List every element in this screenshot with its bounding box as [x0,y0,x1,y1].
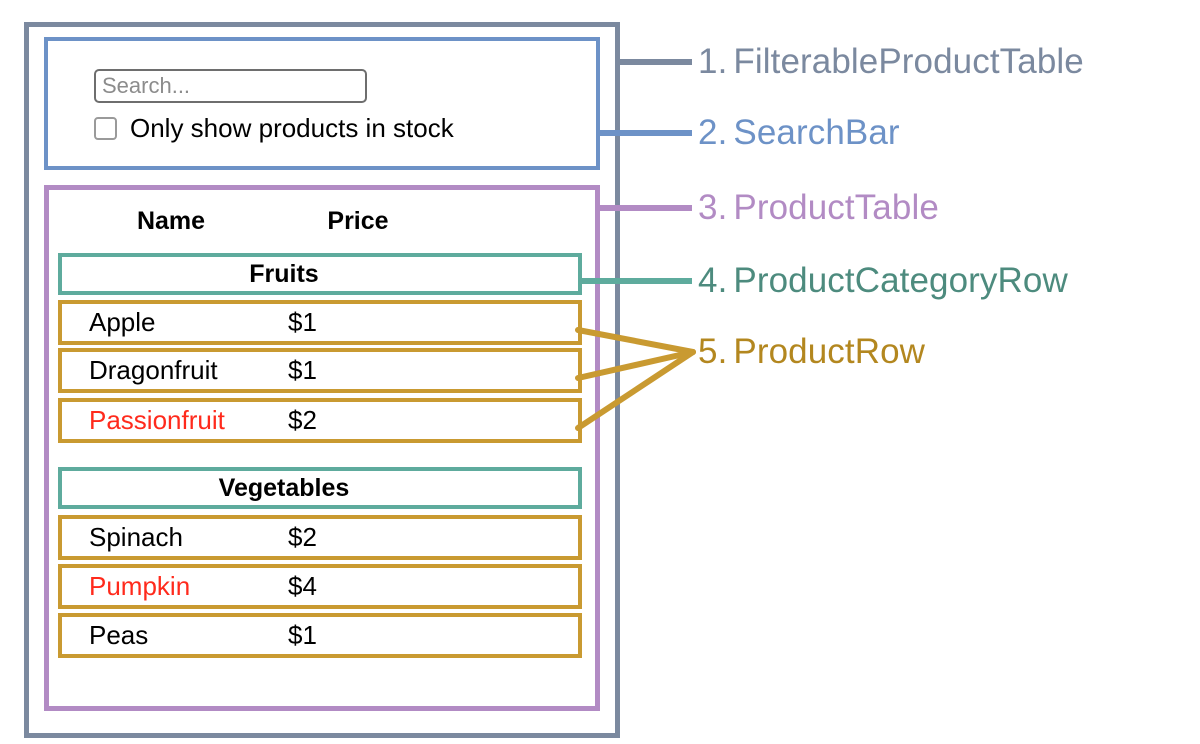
legend-number: 5. [698,332,728,371]
product-name: Dragonfruit [89,355,218,385]
product-price: $1 [288,307,317,337]
product-category-label: Fruits [249,259,319,288]
product-price: $2 [288,522,317,552]
legend-item-product-row: 5.ProductRow [698,332,925,372]
product-row: Pumpkin $4 [58,564,582,609]
legend-number: 4. [698,261,728,300]
product-row: Apple $1 [58,300,582,345]
product-name: Pumpkin [89,571,191,601]
legend-label: ProductRow [733,332,926,371]
legend-number: 2. [698,113,728,152]
column-header-price: Price [327,206,389,235]
product-row: Passionfruit $2 [58,398,582,443]
product-row: Peas $1 [58,613,582,658]
in-stock-filter-row[interactable]: Only show products in stock [94,115,454,141]
product-table-header-row: Name Price [58,199,580,243]
search-input[interactable] [94,69,367,103]
product-price: $2 [288,405,317,435]
column-header-name: Name [136,206,206,235]
legend-number: 3. [698,188,728,227]
product-category-row: Vegetables [58,467,582,509]
product-name: Peas [89,620,149,650]
legend-label: ProductCategoryRow [733,261,1068,300]
product-price: $4 [288,571,317,601]
legend-item-filterable-product-table: 1.FilterableProductTable [698,42,1084,82]
in-stock-checkbox-label: Only show products in stock [130,113,454,143]
legend-label: SearchBar [733,113,900,152]
legend-item-search-bar: 2.SearchBar [698,113,900,153]
product-price: $1 [288,355,317,385]
legend-label: FilterableProductTable [733,42,1084,81]
product-category-row: Fruits [58,253,582,295]
product-table-body: Name Price Fruits Apple $1 Dragonfruit $… [49,190,595,706]
product-category-label: Vegetables [218,473,350,502]
product-name: Apple [89,307,156,337]
product-price: $1 [288,620,317,650]
product-row: Dragonfruit $1 [58,348,582,393]
product-name: Passionfruit [89,405,225,435]
product-table-frame: Name Price Fruits Apple $1 Dragonfruit $… [44,185,600,711]
legend-number: 1. [698,42,728,81]
legend-label: ProductTable [733,188,939,227]
product-name: Spinach [89,522,183,552]
legend-item-product-category-row: 4.ProductCategoryRow [698,261,1068,301]
in-stock-checkbox[interactable] [94,116,117,140]
product-row: Spinach $2 [58,515,582,560]
search-bar-frame: Only show products in stock [44,37,600,170]
legend-item-product-table: 3.ProductTable [698,188,939,228]
